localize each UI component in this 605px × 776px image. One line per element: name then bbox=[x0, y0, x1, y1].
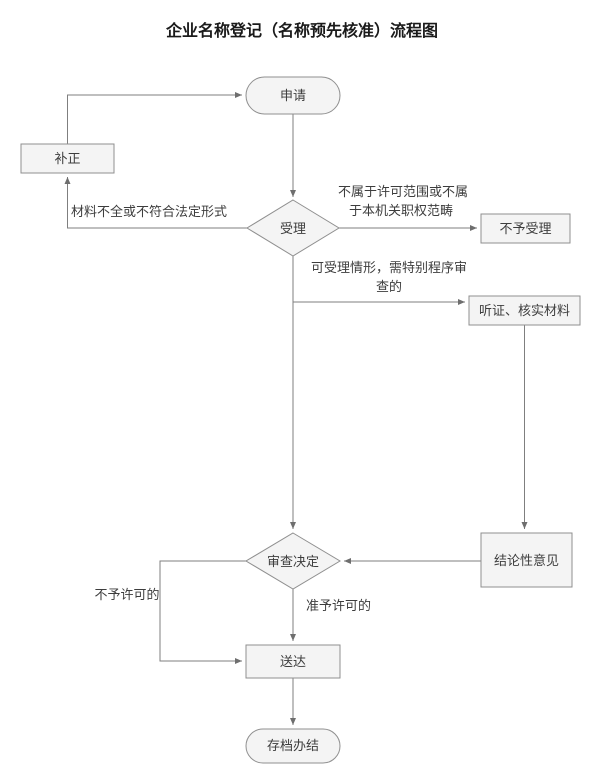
flow-node-correction: 补正 bbox=[20, 143, 115, 174]
flow-node-deliver: 送达 bbox=[245, 644, 341, 679]
flow-node-conclusion: 结论性意见 bbox=[480, 532, 573, 588]
flow-node-apply: 申请 bbox=[245, 76, 341, 115]
page-title: 企业名称登记（名称预先核准）流程图 bbox=[165, 21, 438, 40]
edge-label-special-review-line1: 可受理情形，需特别程序审 bbox=[311, 260, 467, 275]
conclusion-node-shape bbox=[480, 532, 573, 588]
edge-label-permitted: 准予许可的 bbox=[306, 598, 371, 613]
accept-node-label: 受理 bbox=[280, 221, 306, 236]
edge-correction-to-apply bbox=[67, 92, 242, 144]
reject-node-label: 不予受理 bbox=[499, 221, 551, 236]
reject-node-shape bbox=[480, 213, 571, 244]
flow-node-hearing: 听证、核实材料 bbox=[468, 295, 581, 326]
flow-node-reject: 不予受理 bbox=[480, 213, 571, 244]
flow-node-decision: 审查决定 bbox=[245, 532, 341, 590]
correction-node-label: 补正 bbox=[54, 151, 80, 166]
edge-decision-to-deliver-not-permitted bbox=[159, 560, 246, 664]
edge-label-out-of-scope-line1: 不属于许可范围或不属 bbox=[338, 184, 468, 199]
hearing-node-label: 听证、核实材料 bbox=[479, 303, 570, 318]
hearing-node-shape bbox=[468, 295, 581, 326]
edge-label-incomplete: 材料不全或不符合法定形式 bbox=[71, 204, 227, 219]
archive-node-label: 存档办结 bbox=[267, 738, 319, 753]
accept-node-shape bbox=[246, 199, 340, 257]
edge-label-out-of-scope-line2: 于本机关职权范畴 bbox=[349, 203, 453, 218]
conclusion-node-label: 结论性意见 bbox=[494, 553, 559, 568]
decision-node-shape bbox=[245, 532, 341, 590]
correction-node-shape bbox=[20, 143, 115, 174]
deliver-node-label: 送达 bbox=[280, 654, 306, 669]
flow-node-accept: 受理 bbox=[246, 199, 340, 257]
edge-label-not-permitted: 不予许可的 bbox=[94, 587, 159, 602]
edge-accept-to-correction bbox=[64, 177, 247, 229]
apply-node-shape bbox=[245, 76, 341, 115]
flow-node-archive: 存档办结 bbox=[245, 728, 341, 764]
edge-label-special-review-line2: 查的 bbox=[376, 279, 402, 294]
archive-node-shape bbox=[245, 728, 341, 764]
decision-node-label: 审查决定 bbox=[267, 554, 319, 569]
deliver-node-shape bbox=[245, 644, 341, 679]
apply-node-label: 申请 bbox=[280, 88, 306, 103]
